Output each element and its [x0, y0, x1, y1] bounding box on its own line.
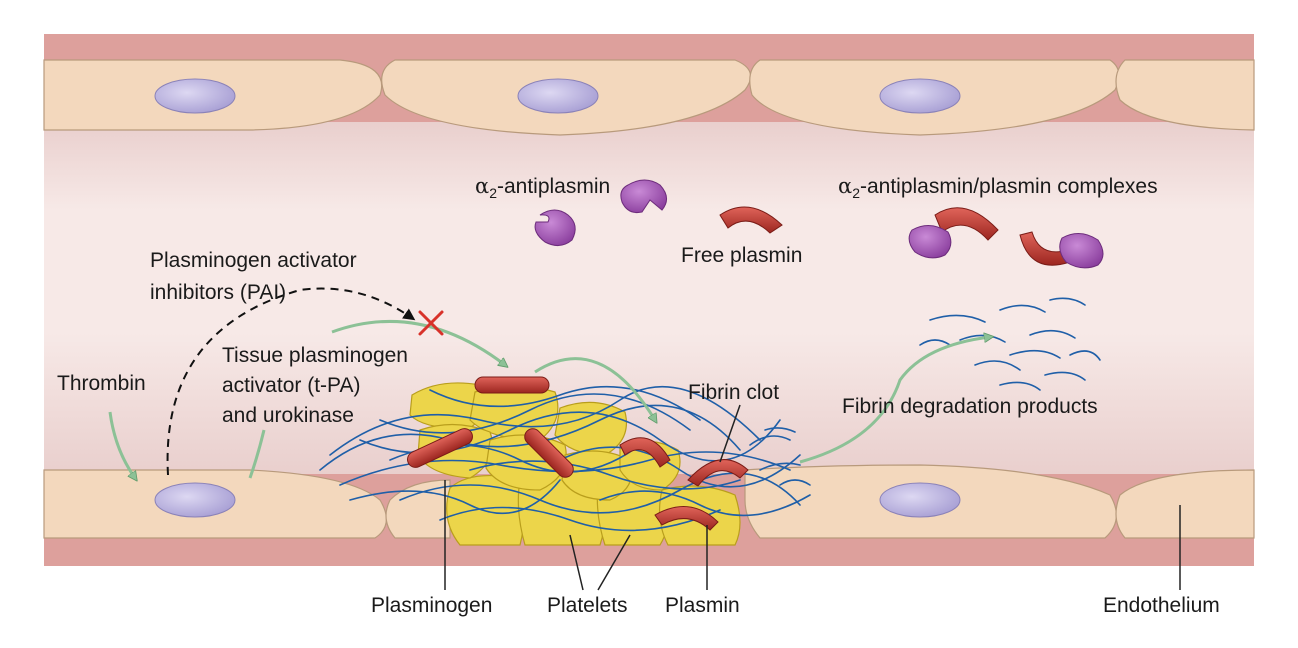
plasminogen-molecule	[474, 376, 550, 394]
tpa-label-line2: activator (t-PA)	[222, 374, 361, 397]
tpa-release-tick	[248, 429, 266, 479]
antiplasmin-molecule	[620, 179, 667, 213]
clot-plasmin	[407, 376, 749, 531]
antiplasmin-label: α2-antiplasmin	[475, 174, 611, 201]
plasmin-label: Plasmin	[665, 594, 740, 617]
fdp-label: Fibrin degradation products	[842, 395, 1098, 418]
nucleus	[517, 78, 599, 114]
pai-label-line2: inhibitors (PAI)	[150, 281, 287, 304]
plasminogen-molecule	[524, 428, 574, 478]
platelets-label: Platelets	[547, 594, 628, 617]
plasminogen-label: Plasminogen	[371, 594, 493, 617]
antiplasmin-plasmin-complex	[1019, 231, 1104, 269]
nucleus	[879, 78, 961, 114]
tpa-label-line1: Tissue plasminogen	[222, 344, 408, 367]
antiplasmin-plasmin-complex	[908, 207, 999, 259]
endothelial-cell	[1115, 59, 1255, 131]
plasmin-molecule	[619, 437, 671, 468]
endothelium-label: Endothelium	[1103, 594, 1220, 617]
plasmin-activation-arrow	[534, 357, 655, 420]
pai-inhibition-arrow	[166, 287, 416, 476]
fibrin-clot-label: Fibrin clot	[688, 381, 780, 404]
free-plasmin-molecule	[719, 206, 783, 234]
plasmin-molecule	[687, 459, 749, 487]
degradation-arrow	[799, 337, 990, 464]
complexes-label: α2-antiplasmin/plasmin complexes	[838, 174, 1158, 201]
thrombin-label: Thrombin	[57, 372, 146, 395]
tpa-arrow	[331, 320, 505, 365]
leader-lines	[444, 404, 1181, 591]
platelet	[561, 450, 633, 501]
nucleus	[154, 78, 236, 114]
fibrin-fragments	[919, 297, 1101, 391]
tpa-label-line3: and urokinase	[222, 404, 354, 427]
inhibition-x-icon	[418, 310, 444, 336]
endothelial-cell	[1115, 469, 1255, 539]
plasmin-molecule	[654, 506, 719, 531]
pai-label-line1: Plasminogen activator	[150, 249, 357, 272]
antiplasmin-molecule	[534, 209, 576, 246]
thrombin-arrow	[108, 411, 135, 478]
nucleus	[154, 482, 236, 518]
nucleus	[879, 482, 961, 518]
plasminogen-molecule	[407, 428, 473, 468]
free-plasmin-label: Free plasmin	[681, 244, 803, 267]
